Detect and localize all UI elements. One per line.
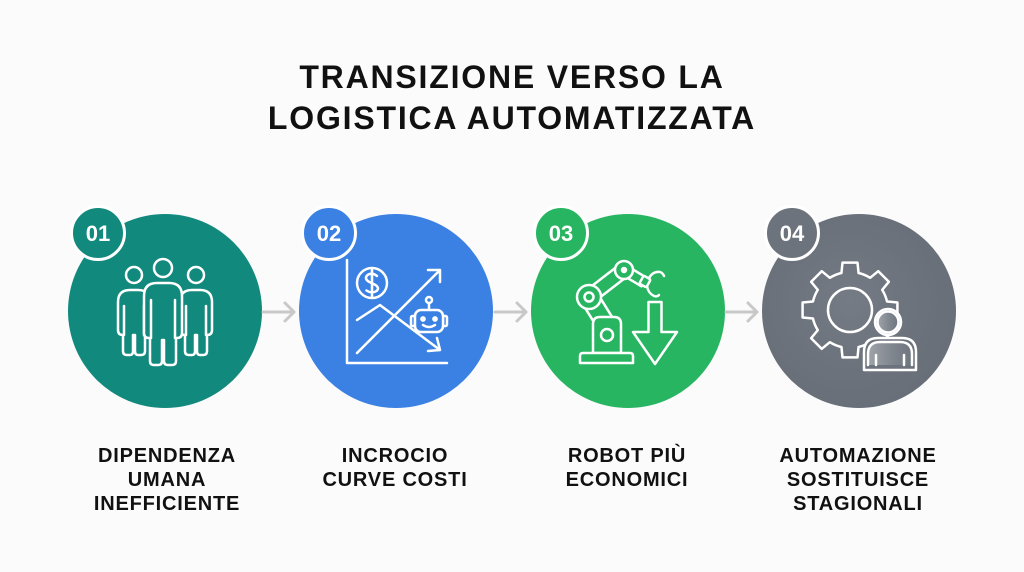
step-2-label-line: INCROCIO bbox=[341, 444, 449, 467]
dollar-coin-icon bbox=[355, 266, 389, 300]
step-2-label: INCROCIO CURVE COSTI bbox=[275, 444, 515, 492]
step-4-label-line: AUTOMAZIONE bbox=[779, 444, 937, 467]
step-1-badge: 01 bbox=[70, 205, 126, 261]
arrow-right-icon bbox=[261, 301, 296, 323]
title-line-2: LOGISTICA AUTOMATIZZATA bbox=[267, 100, 757, 136]
step-1-number: 01 bbox=[86, 221, 110, 246]
step-4-badge: 04 bbox=[764, 205, 820, 261]
step-4: 04 bbox=[762, 205, 956, 408]
step-4-label-line: SOSTITUISCE bbox=[786, 468, 930, 491]
step-3: 03 bbox=[531, 205, 725, 408]
gear-icon bbox=[801, 261, 899, 359]
step-3-label-line: ECONOMICI bbox=[565, 468, 689, 491]
step-1-label: DIPENDENZA UMANA INEFFICIENTE bbox=[47, 444, 287, 516]
cost-curves-chart-robot-icon bbox=[345, 258, 449, 365]
page-title: TRANSIZIONE VERSO LA LOGISTICA AUTOMATIZ… bbox=[0, 57, 1024, 139]
people-group-icon bbox=[116, 257, 214, 367]
step-3-label-line: ROBOT PIÙ bbox=[567, 444, 687, 467]
step-1-label-line: DIPENDENZA bbox=[97, 444, 236, 467]
title-line-1: TRANSIZIONE VERSO LA bbox=[299, 59, 725, 95]
step-2: 02 bbox=[299, 205, 493, 408]
robot-head-icon bbox=[409, 295, 449, 334]
step-3-label: ROBOT PIÙ ECONOMICI bbox=[507, 444, 747, 492]
step-2-number: 02 bbox=[317, 221, 341, 246]
step-4-number: 04 bbox=[780, 221, 805, 246]
step-3-number: 03 bbox=[549, 221, 573, 246]
step-4-label: AUTOMAZIONE SOSTITUISCE STAGIONALI bbox=[738, 444, 978, 516]
step-2-badge: 02 bbox=[301, 205, 357, 261]
step-3-badge: 03 bbox=[533, 205, 589, 261]
robot-arm-icon bbox=[575, 259, 666, 365]
falling-cost-arrow-icon bbox=[355, 303, 442, 353]
step-1-label-line: INEFFICIENTE bbox=[93, 492, 241, 515]
step-1: 01 bbox=[68, 205, 262, 408]
step-4-label-line: STAGIONALI bbox=[793, 492, 923, 515]
step-2-label-line: CURVE COSTI bbox=[322, 468, 468, 491]
gear-person-icon bbox=[801, 261, 918, 372]
robot-arm-down-arrow-icon bbox=[575, 259, 679, 366]
down-arrow-icon bbox=[631, 300, 679, 366]
arrow-right-icon bbox=[493, 301, 528, 323]
step-1-label-line: UMANA bbox=[127, 468, 207, 491]
chart-axes-icon bbox=[345, 258, 449, 365]
arrow-right-icon bbox=[724, 301, 759, 323]
person-icon bbox=[862, 307, 918, 372]
rising-cost-arrow-icon bbox=[355, 268, 442, 355]
